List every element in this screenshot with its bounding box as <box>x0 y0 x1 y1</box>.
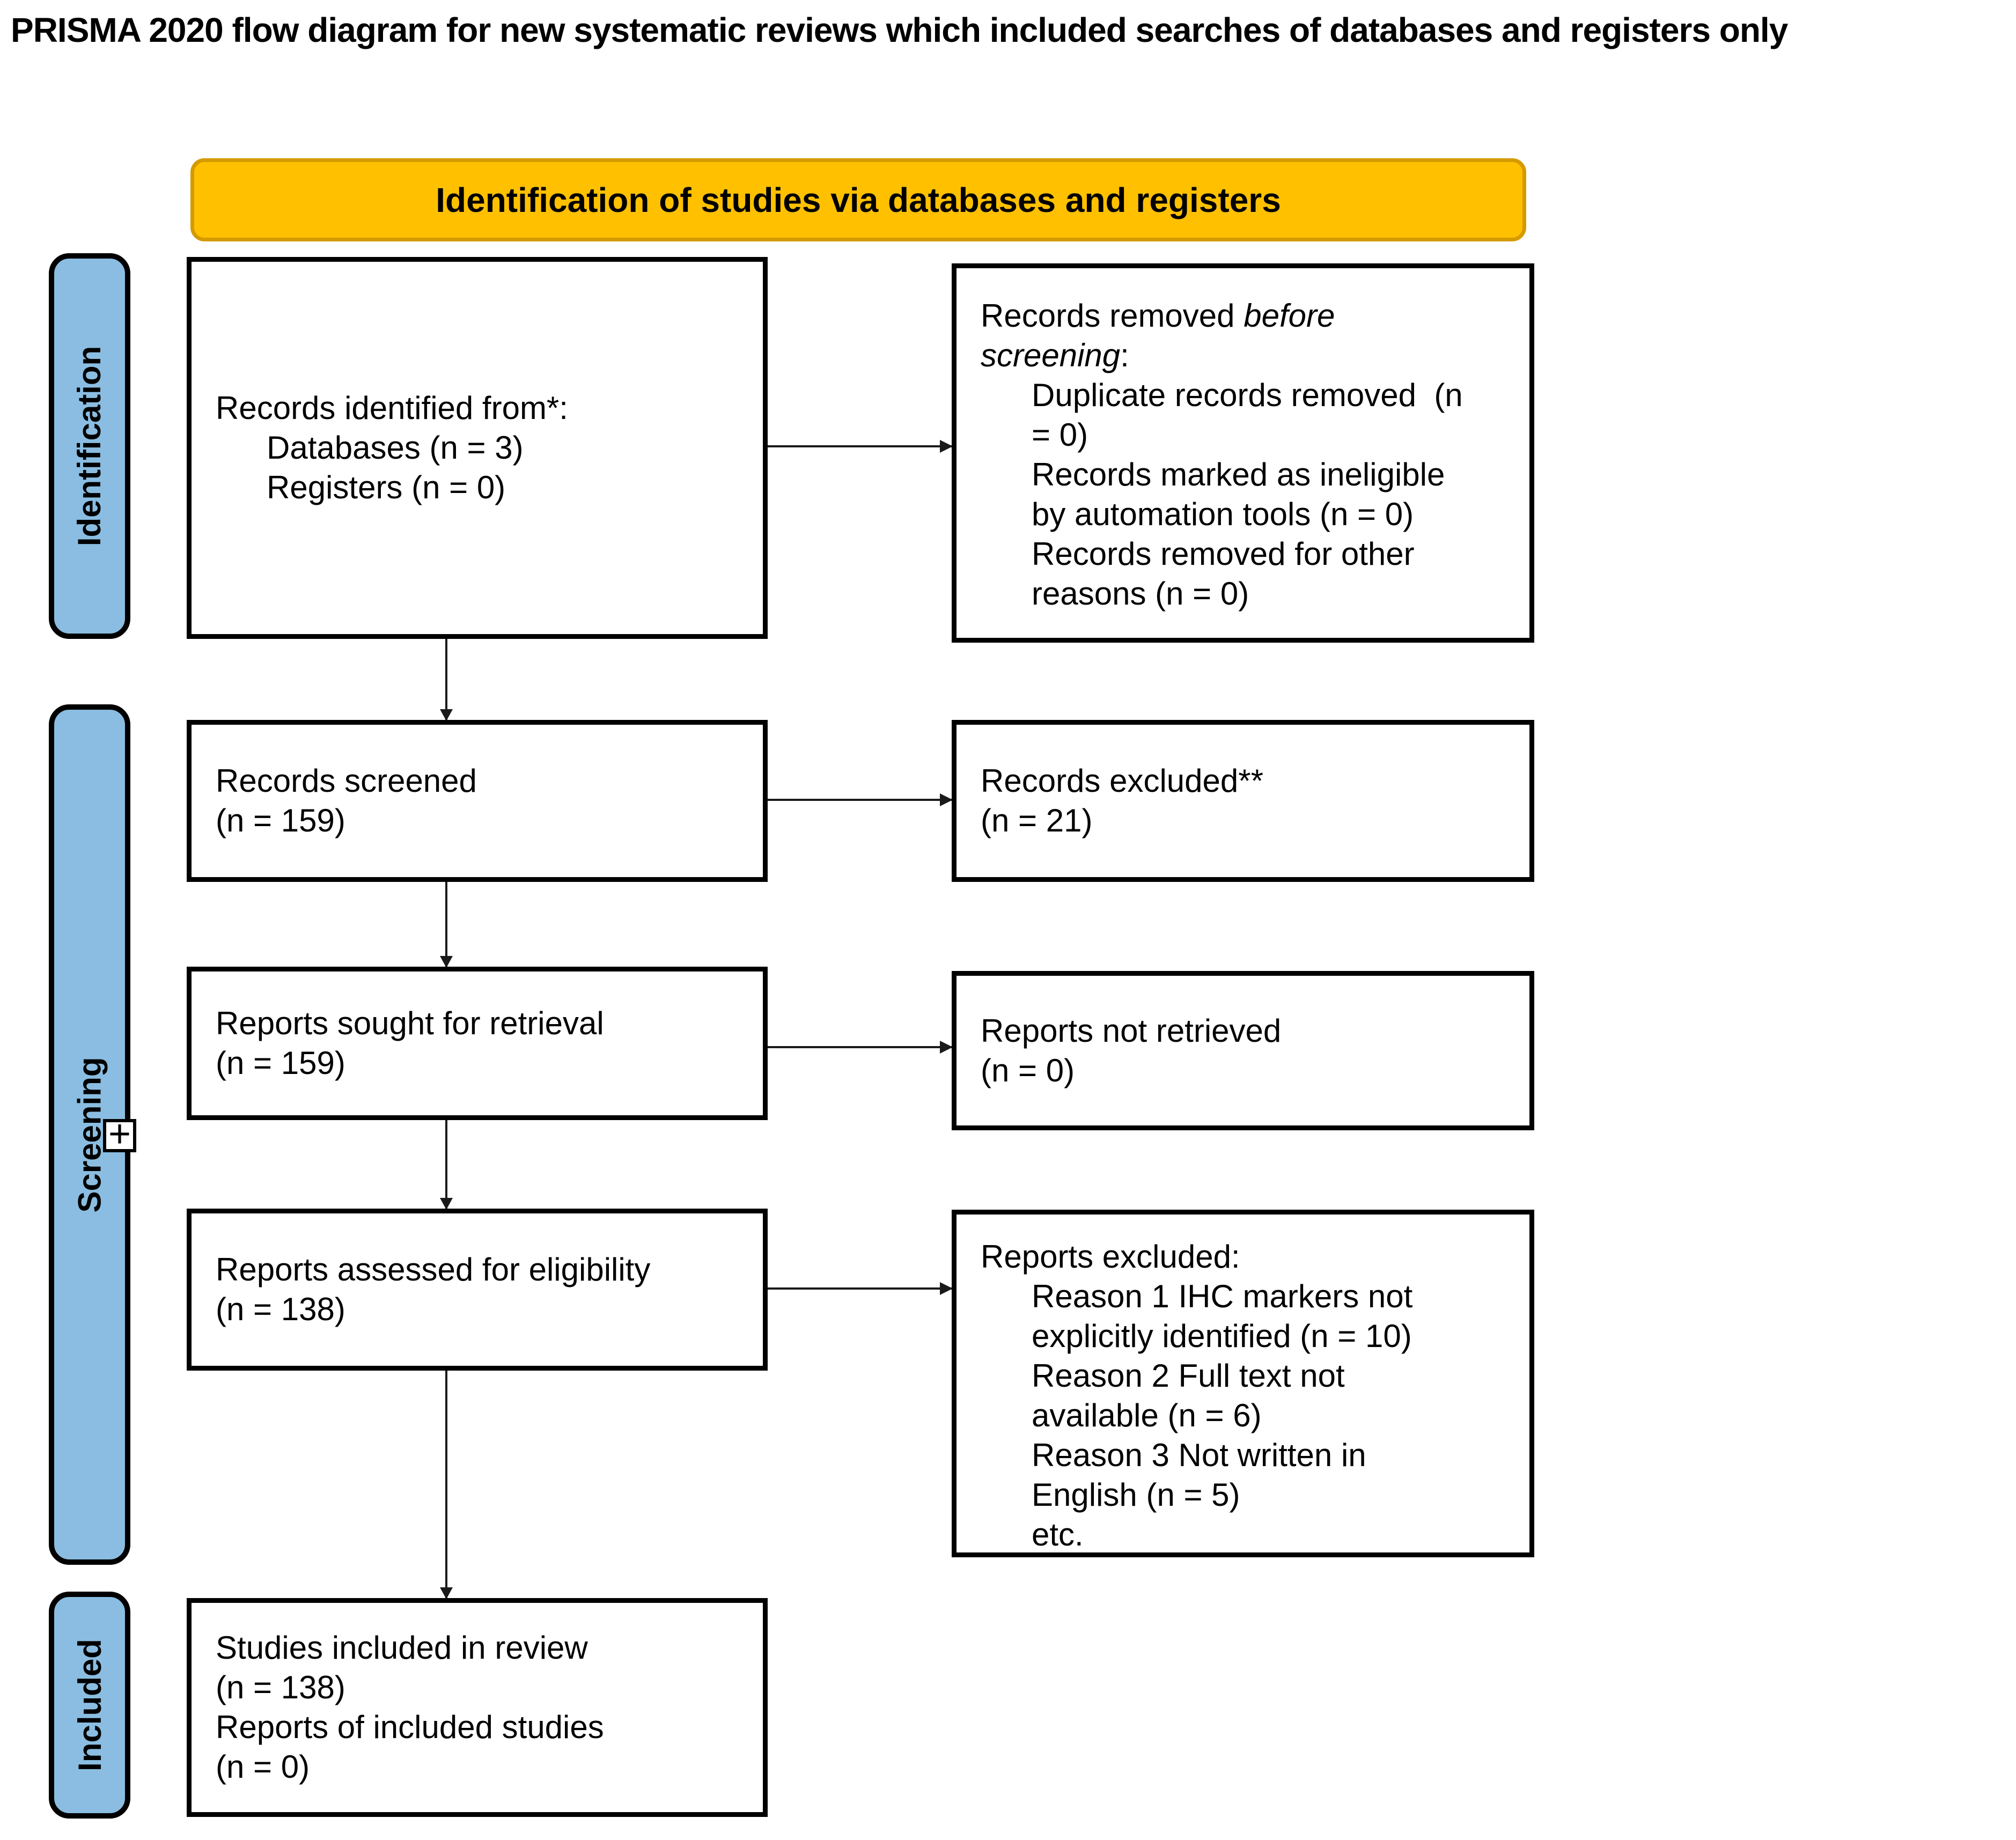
page-title: PRISMA 2020 flow diagram for new systema… <box>11 11 1788 49</box>
box-reports-sought: Reports sought for retrieval(n = 159) <box>187 967 768 1120</box>
identification-banner: Identification of studies via databases … <box>190 158 1526 241</box>
box-records-excluded: Records excluded**(n = 21) <box>952 720 1534 882</box>
box-records-excluded-text: Records excluded**(n = 21) <box>981 763 1263 838</box>
box-records-identified: Records identified from*:Databases (n = … <box>187 257 768 639</box>
arrow-sought-to-assessed <box>440 1120 453 1210</box>
box-reports-assessed-text: Reports assessed for eligibility(n = 138… <box>216 1252 651 1327</box>
box-reports-sought-text: Reports sought for retrieval(n = 159) <box>216 1005 604 1081</box>
stage-bar-included: Included <box>49 1592 130 1819</box>
expand-plus-icon[interactable]: + <box>103 1113 136 1155</box>
arrow-screened-to-excluded <box>768 793 953 806</box>
plus-glyph: + <box>108 1113 131 1155</box>
box-records-screened-text: Records screened(n = 159) <box>216 763 477 838</box>
arrow-screened-to-sought <box>440 882 453 968</box>
box-reports-excluded: Reports excluded:Reason 1 IHC markers no… <box>952 1210 1534 1557</box>
box-reports-excluded-text: Reports excluded:Reason 1 IHC markers no… <box>981 1239 1413 1552</box>
box-reports-not-retrieved: Reports not retrieved(n = 0) <box>952 971 1534 1130</box>
arrow-sought-to-not-retrieved <box>768 1041 953 1054</box>
identification-banner-label: Identification of studies via databases … <box>436 180 1281 219</box>
arrow-assessed-to-included <box>440 1371 453 1599</box>
box-reports-not-retrieved-text: Reports not retrieved(n = 0) <box>981 1012 1282 1088</box>
stage-label-included: Included <box>71 1639 108 1771</box>
stage-bar-identification: Identification <box>49 253 130 639</box>
stage-label-identification: Identification <box>71 345 108 547</box>
arrow-assessed-to-reports-excluded <box>768 1282 953 1295</box>
box-studies-included-text: Studies included in review(n = 138)Repor… <box>216 1630 604 1785</box>
box-records-identified-text: Records identified from*:Databases (n = … <box>216 390 568 505</box>
box-studies-included: Studies included in review(n = 138)Repor… <box>187 1598 768 1817</box>
box-reports-assessed: Reports assessed for eligibility(n = 138… <box>187 1209 768 1371</box>
arrow-identified-to-screened <box>440 639 453 721</box>
arrow-identified-to-removed <box>768 440 953 453</box>
box-records-screened: Records screened(n = 159) <box>187 720 768 882</box>
